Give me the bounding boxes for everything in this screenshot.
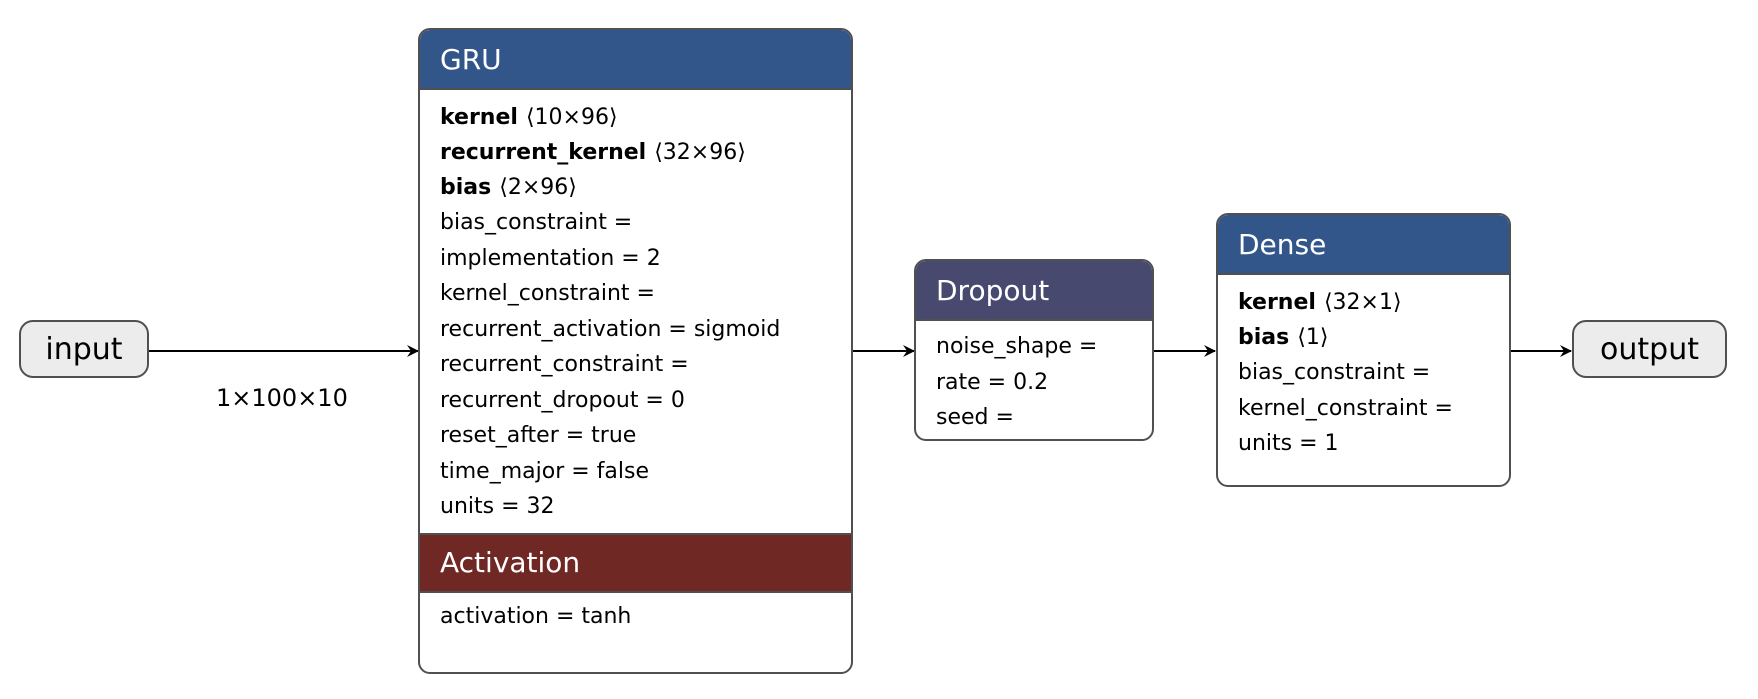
gru-attr-recurrent-dropout: recurrent_dropout = 0 [440,387,685,413]
dropout-header: Dropout [916,261,1152,321]
gru-weight-bias: bias ⟨2×96⟩ [440,170,831,205]
activation-title: Activation [440,546,581,579]
gru-attr-recurrent-constraint: recurrent_constraint = [440,352,689,377]
weight-shape: ⟨1⟩ [1297,325,1329,350]
dense-weight-kernel: kernel ⟨32×1⟩ [1238,285,1489,320]
weight-name: bias [1238,325,1290,350]
weight-name: kernel [1238,290,1316,315]
dropout-attr-seed: seed = [936,405,1014,430]
gru-attr-time-major: time_major = false [440,458,649,484]
weight-shape: ⟨10×96⟩ [525,105,618,130]
weight-name: bias [440,175,492,200]
dropout-body: noise_shape = rate = 0.2 seed = [916,321,1152,439]
weight-name: kernel [440,105,518,130]
dense-node[interactable]: Dense kernel ⟨32×1⟩ bias ⟨1⟩ bias_constrai… [1216,213,1511,487]
input-node-label: input [45,331,123,367]
weight-name: recurrent_kernel [440,140,647,165]
weight-shape: ⟨2×96⟩ [499,175,577,200]
gru-attr-implementation: implementation = 2 [440,245,661,271]
gru-attr-reset-after: reset_after = true [440,423,637,448]
dense-attr-units: units = 1 [1238,431,1339,456]
edge-label-input-shape: 1×100×10 [216,384,348,412]
input-node[interactable]: input [19,320,149,378]
dense-title: Dense [1238,227,1327,261]
gru-weight-kernel: kernel ⟨10×96⟩ [440,100,831,135]
gru-title: GRU [440,42,502,76]
output-node-label: output [1600,331,1699,367]
gru-node[interactable]: GRU kernel ⟨10×96⟩ recurrent_kernel ⟨32×96… [418,28,853,674]
activation-header: Activation [420,532,851,593]
activation-attr: activation = tanh [440,603,632,629]
gru-body: kernel ⟨10×96⟩ recurrent_kernel ⟨32×96⟩ bi… [420,90,851,533]
gru-header: GRU [420,30,851,90]
dropout-attr-rate: rate = 0.2 [936,369,1049,395]
activation-body: activation = tanh [420,593,851,643]
dropout-node[interactable]: Dropout noise_shape = rate = 0.2 seed = [914,259,1154,441]
gru-attr-recurrent-activation: recurrent_activation = sigmoid [440,316,781,342]
output-node[interactable]: output [1572,320,1727,378]
dense-attr-bias-constraint: bias_constraint = [1238,360,1431,385]
gru-attr-units: units = 32 [440,494,555,519]
gru-attr-bias-constraint: bias_constraint = [440,210,633,235]
weight-shape: ⟨32×1⟩ [1323,290,1402,315]
dense-body: kernel ⟨32×1⟩ bias ⟨1⟩ bias_constraint = k… [1218,275,1509,470]
dropout-attr-noise-shape: noise_shape = [936,334,1098,359]
weight-shape: ⟨32×96⟩ [654,140,746,165]
dense-header: Dense [1218,215,1509,275]
dense-attr-kernel-constraint: kernel_constraint = [1238,395,1453,421]
gru-weight-recurrent-kernel: recurrent_kernel ⟨32×96⟩ [440,135,831,170]
dropout-title: Dropout [936,273,1050,307]
dense-weight-bias: bias ⟨1⟩ [1238,320,1489,355]
gru-attr-kernel-constraint: kernel_constraint = [440,281,655,306]
